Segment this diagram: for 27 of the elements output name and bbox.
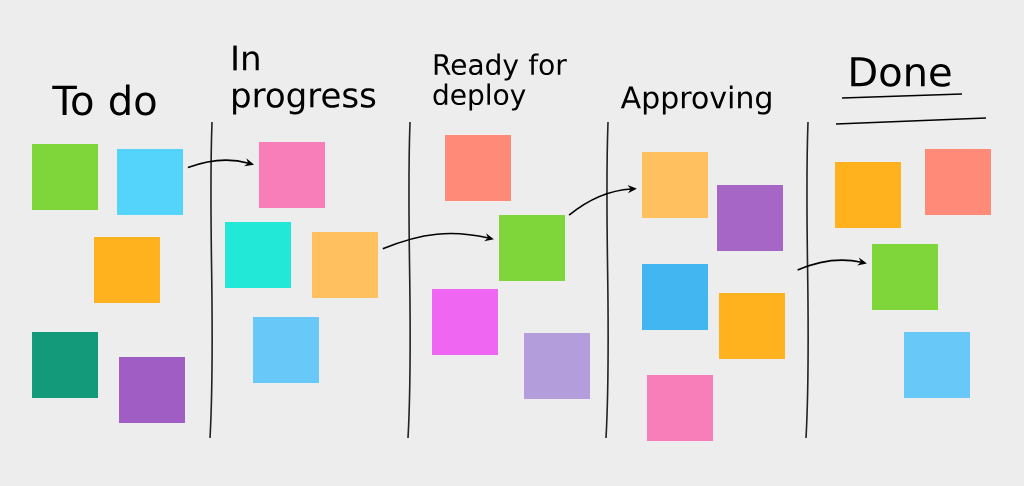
sticky-note — [32, 144, 98, 210]
sticky-note — [432, 289, 498, 355]
column-heading: Ready for deploy — [433, 53, 567, 111]
sticky-note — [642, 264, 708, 330]
column-heading: Approving — [620, 85, 771, 115]
sticky-note — [642, 152, 708, 218]
sticky-note — [117, 149, 183, 215]
sticky-note — [835, 162, 901, 228]
sticky-note — [312, 232, 378, 298]
sticky-note — [253, 317, 319, 383]
column-heading: In progress — [233, 45, 376, 115]
sticky-note — [259, 142, 325, 208]
sticky-note — [445, 135, 511, 201]
sticky-note — [872, 244, 938, 310]
sticky-note — [719, 293, 785, 359]
sticky-note — [119, 357, 185, 423]
sticky-note — [225, 222, 291, 288]
column-heading: To do — [52, 84, 156, 116]
column-heading: Done — [851, 57, 951, 87]
sticky-note — [499, 215, 565, 281]
sticky-note — [524, 333, 590, 399]
sticky-note — [32, 332, 98, 398]
sticky-note — [717, 185, 783, 251]
sticky-note — [94, 237, 160, 303]
sticky-note — [904, 332, 970, 398]
sticky-note — [925, 149, 991, 215]
sticky-note — [647, 375, 713, 441]
